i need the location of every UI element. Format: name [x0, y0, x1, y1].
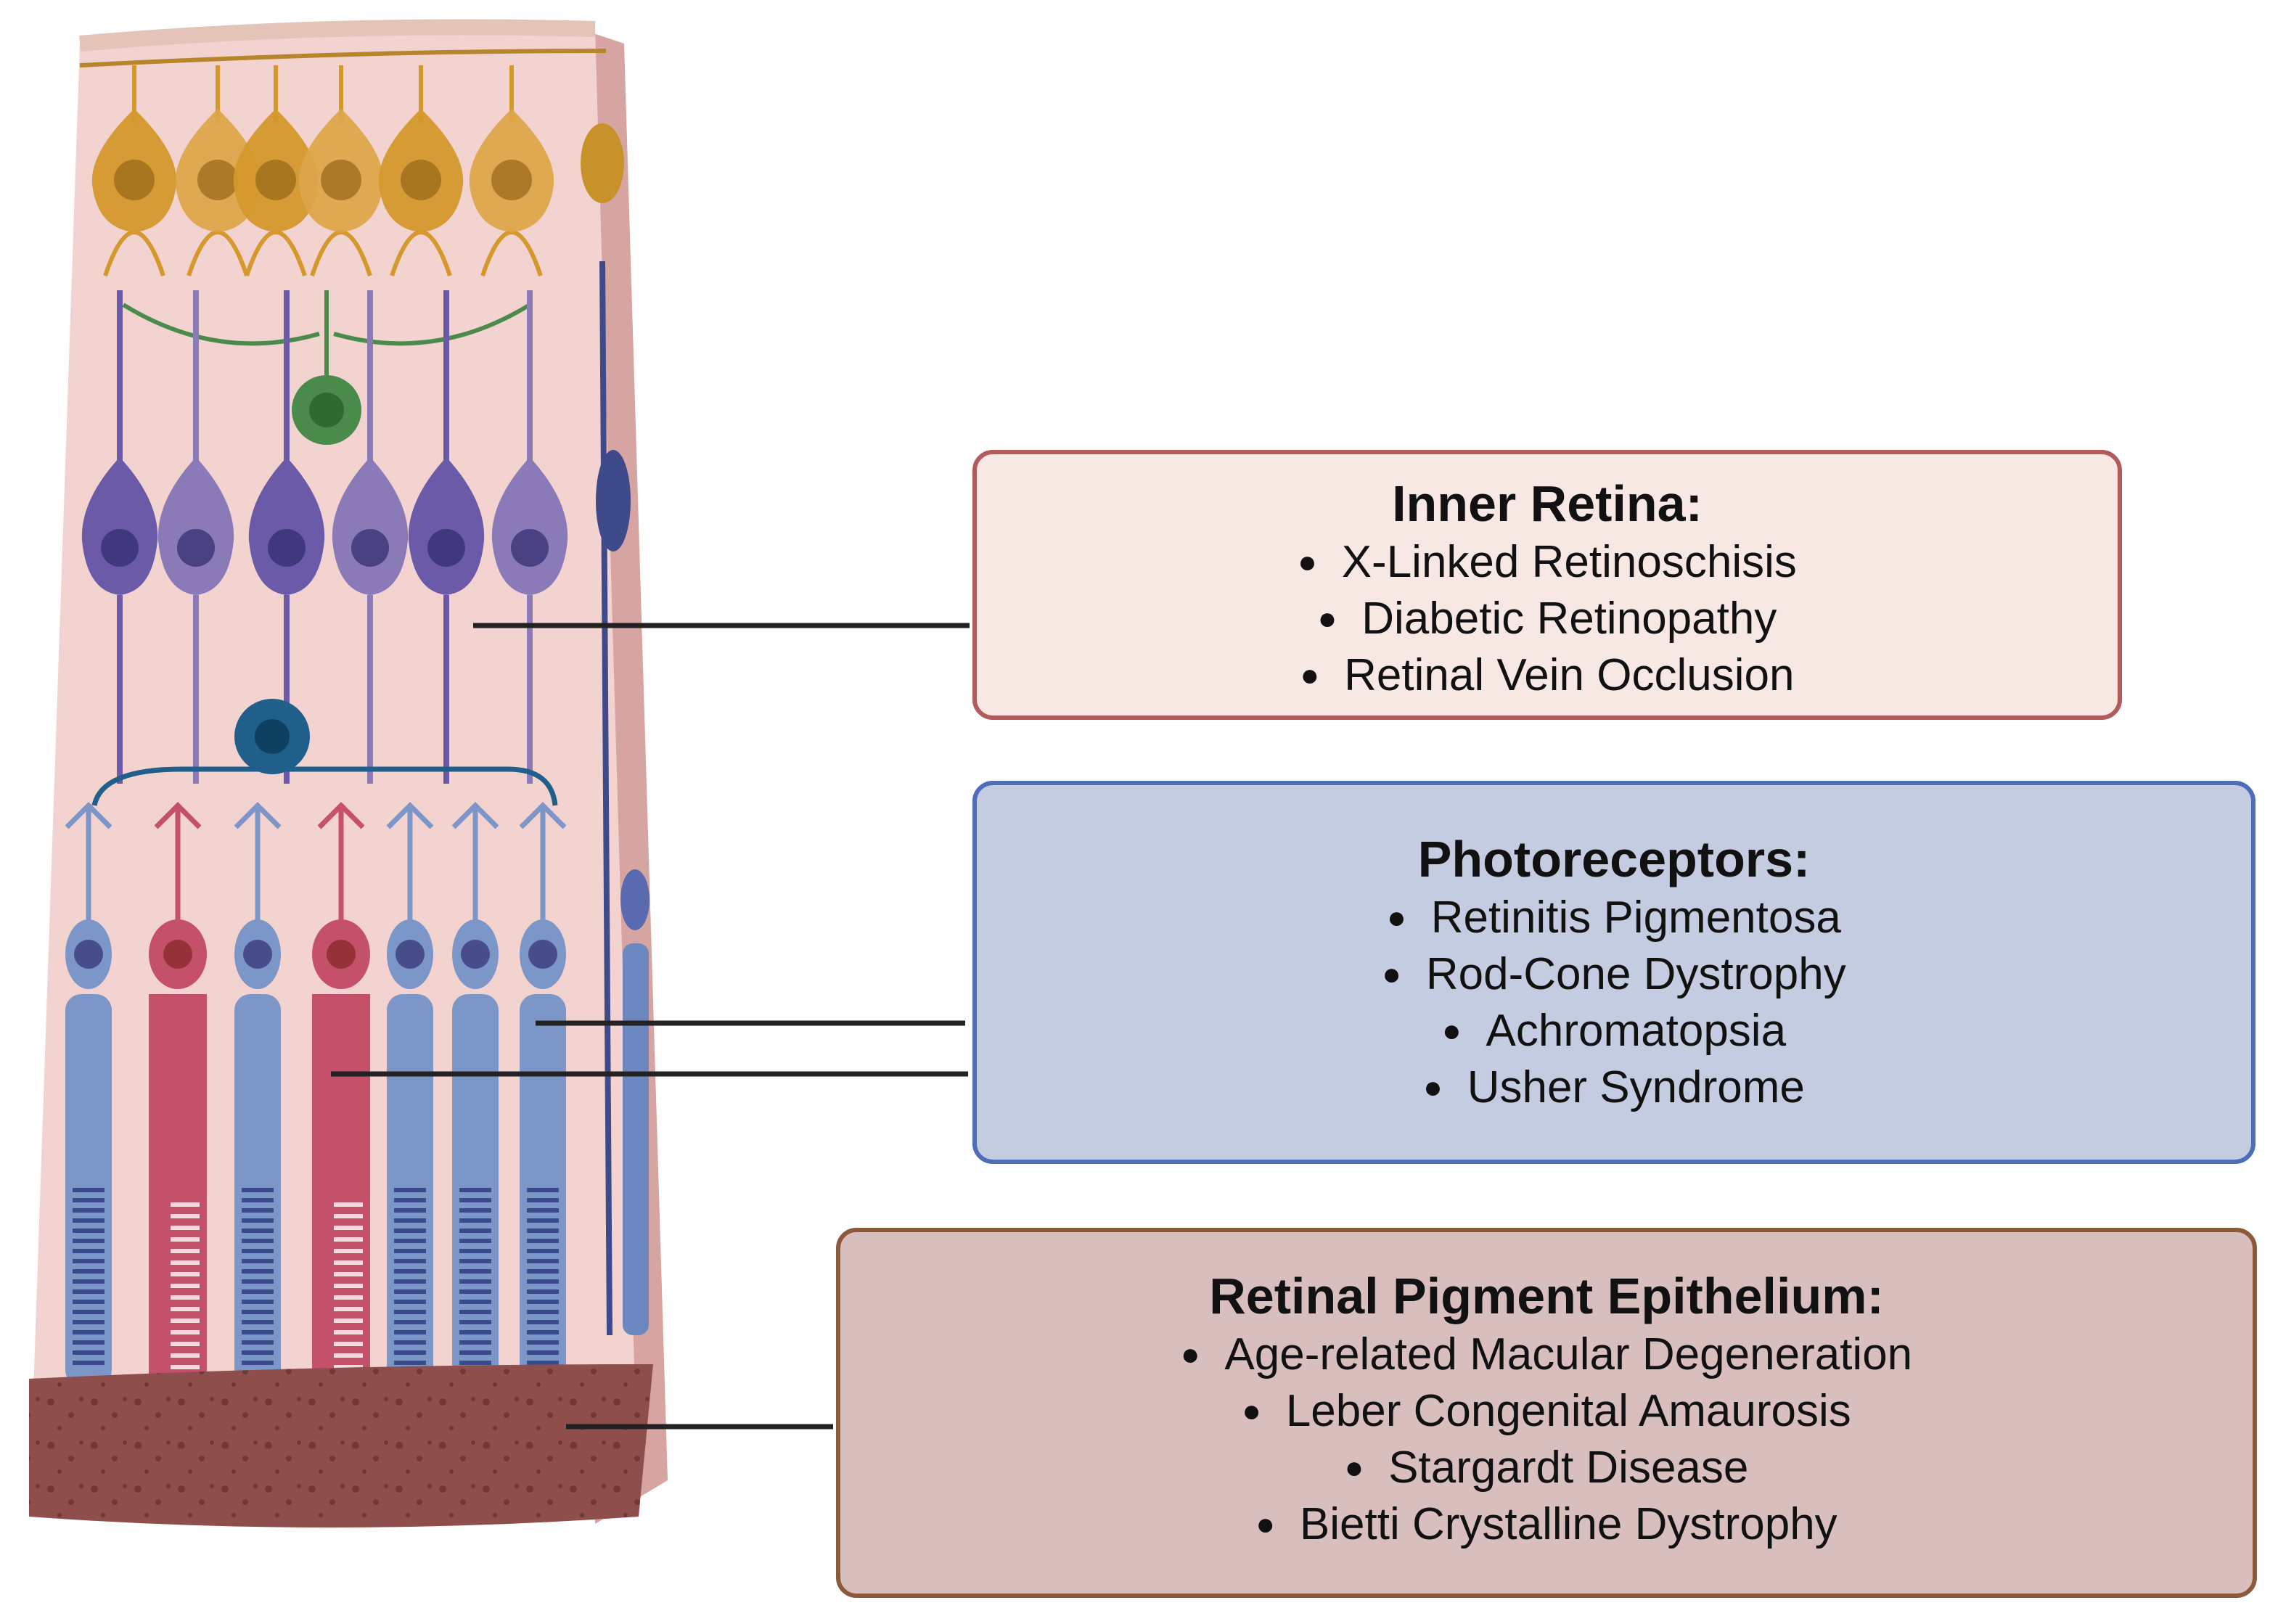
tissue-top-edge	[79, 19, 596, 52]
photoreceptors-box: Photoreceptors: ●Retinitis Pigmentosa ●R…	[972, 781, 2256, 1164]
bullet-icon: ●	[1317, 601, 1337, 636]
list-item: ●Age-related Macular Degeneration	[840, 1326, 2253, 1383]
list-item: ●Usher Syndrome	[977, 1059, 2251, 1116]
bullet-icon: ●	[1300, 657, 1320, 693]
rpe-title: Retinal Pigment Epithelium:	[1209, 1268, 1884, 1324]
bipolar-cell	[81, 290, 158, 784]
rod-photoreceptor	[65, 802, 112, 1386]
ganglion-cell-layer	[91, 65, 554, 276]
bullet-icon: ●	[1441, 1013, 1462, 1049]
rod-photoreceptor	[451, 802, 499, 1386]
photoreceptor-layer	[65, 802, 567, 1386]
amacrine-cell	[122, 290, 531, 445]
photoreceptors-title: Photoreceptors:	[1417, 831, 1811, 887]
list-item: ●Retinitis Pigmentosa	[977, 890, 2251, 946]
bullet-icon: ●	[1298, 544, 1317, 580]
ganglion-cell	[233, 65, 319, 276]
horizontal-cell	[91, 699, 558, 806]
ganglion-cell	[469, 65, 554, 276]
nerve-fiber-line	[79, 49, 607, 67]
rod-photoreceptor	[519, 802, 567, 1386]
cone-photoreceptor	[312, 802, 370, 1386]
rpe-layer	[29, 1364, 653, 1527]
bipolar-cell	[332, 290, 409, 784]
leader-lines	[331, 623, 970, 1430]
bipolar-cell	[157, 290, 234, 784]
bipolar-cell	[408, 290, 485, 784]
rpe-box: Retinal Pigment Epithelium: ●Age-related…	[836, 1228, 2257, 1598]
list-item: ●Retinal Vein Occlusion	[977, 647, 2118, 704]
list-item: ●Leber Congenital Amaurosis	[840, 1383, 2253, 1440]
list-item: ●Achromatopsia	[977, 1003, 2251, 1059]
bullet-icon: ●	[1344, 1450, 1364, 1485]
bullet-icon: ●	[1255, 1506, 1275, 1542]
inner-retina-title: Inner Retina:	[1392, 475, 1703, 532]
bullet-icon: ●	[1382, 956, 1401, 992]
ganglion-cell	[378, 65, 464, 276]
bullet-icon: ●	[1180, 1337, 1200, 1372]
bullet-icon: ●	[1423, 1070, 1443, 1105]
list-item: ●X-Linked Retinoschisis	[977, 534, 2118, 591]
list-item: ●Stargardt Disease	[840, 1440, 2253, 1496]
ganglion-cell	[91, 65, 177, 276]
photoreceptors-list: ●Retinitis Pigmentosa ●Rod-Cone Dystroph…	[977, 890, 2251, 1116]
list-item: ●Bietti Crystalline Dystrophy	[840, 1496, 2253, 1553]
ganglion-cell	[298, 65, 384, 276]
inner-retina-box: Inner Retina: ●X-Linked Retinoschisis ●D…	[972, 450, 2122, 720]
bullet-icon: ●	[1387, 900, 1406, 935]
bullet-icon: ●	[1242, 1393, 1261, 1429]
list-item: ●Diabetic Retinopathy	[977, 591, 2118, 647]
rpe-list: ●Age-related Macular Degeneration ●Leber…	[840, 1326, 2253, 1553]
cone-photoreceptor	[149, 802, 207, 1386]
bipolar-cell	[248, 290, 325, 784]
inner-retina-list: ●X-Linked Retinoschisis ●Diabetic Retino…	[977, 534, 2118, 704]
bipolar-cell-layer	[81, 290, 568, 784]
rod-photoreceptor	[386, 802, 434, 1386]
rod-photoreceptor	[234, 802, 282, 1386]
side-column-cells	[581, 123, 650, 1336]
list-item: ●Rod-Cone Dystrophy	[977, 946, 2251, 1003]
